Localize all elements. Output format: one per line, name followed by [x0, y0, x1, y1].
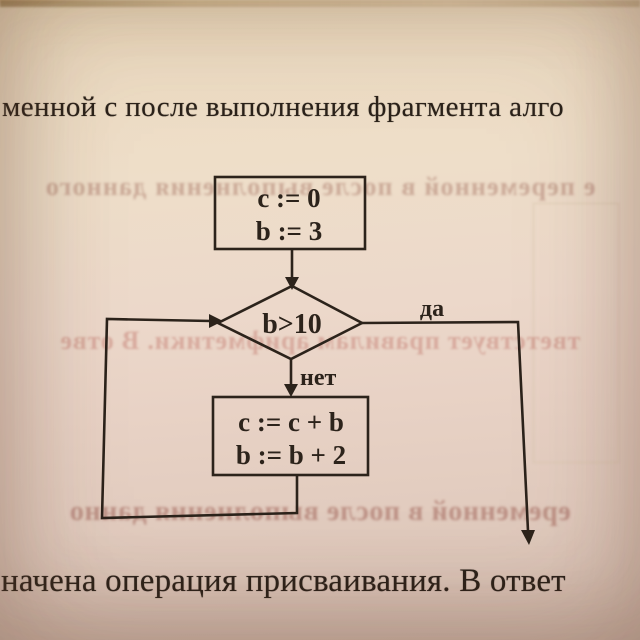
no-branch-label: нет	[300, 365, 336, 391]
connector-loop-back	[100, 317, 299, 520]
connector-yes-branch	[361, 320, 530, 532]
question-text-bottom: начена операция присваивания. В ответ	[1, 563, 566, 599]
init-process-box	[213, 175, 367, 251]
loop-box-line2: b := b + 2	[236, 440, 346, 470]
arrowhead-into-decision	[285, 277, 299, 290]
loop-process-box	[211, 395, 370, 477]
arrowhead-into-decision-left	[209, 314, 223, 328]
decision-condition: b>10	[262, 309, 322, 340]
bleedthrough-table-border	[533, 203, 619, 463]
arrowhead-into-loop-box	[284, 384, 298, 397]
init-box-line1: c := 0	[257, 183, 320, 213]
init-box-line2: b := 3	[256, 216, 322, 246]
page-top-edge-shadow	[0, 0, 640, 7]
arrowhead-exit-down	[521, 530, 535, 545]
loop-box-line1: c := c + b	[238, 407, 344, 437]
yes-branch-label: да	[420, 296, 444, 322]
question-text-top: менной с после выполнения фрагмента алго	[2, 91, 565, 123]
